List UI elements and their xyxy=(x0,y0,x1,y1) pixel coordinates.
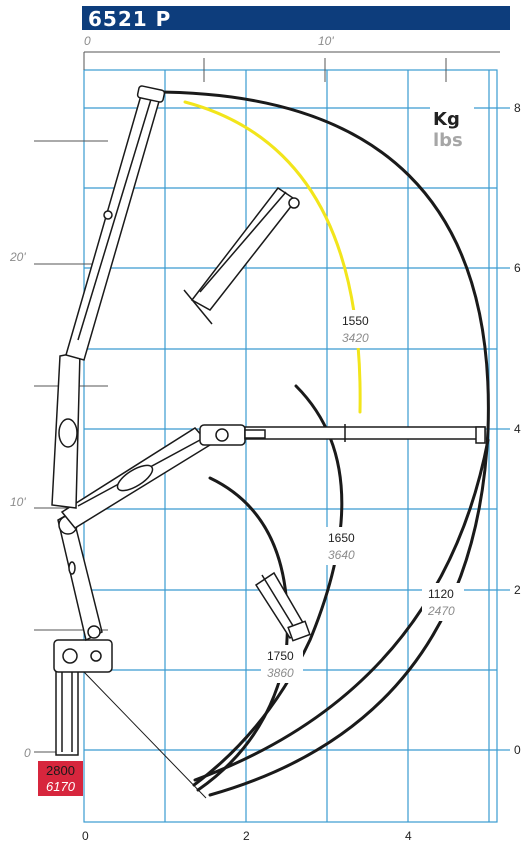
right-m-label-6: 6 xyxy=(514,261,521,275)
label-bg-1650 xyxy=(322,527,364,565)
lower-boom-arm xyxy=(57,510,103,642)
cap-1550-kg: 1550 xyxy=(342,314,369,328)
folded-boom-sketch xyxy=(254,571,311,642)
label-bg-1120 xyxy=(422,583,464,621)
capacity-curve-1650 xyxy=(192,384,344,787)
model-title: 6521 P xyxy=(88,7,172,31)
bottom-m-label-0: 0 xyxy=(82,829,89,843)
left-ft-label-20: 20' xyxy=(9,250,26,264)
right-m-label-4: 4 xyxy=(514,422,521,436)
label-bg-1550 xyxy=(336,310,378,348)
top-ft-label-0: 0 xyxy=(84,34,91,48)
cap-1650-lbs: 3640 xyxy=(328,548,355,562)
bottom-m-label-2: 2 xyxy=(243,829,250,843)
crane-column xyxy=(53,639,207,799)
cap-1120-lbs: 2470 xyxy=(427,604,455,618)
label-bg-1750 xyxy=(261,645,303,683)
unit-kg-label: Kg xyxy=(433,109,460,130)
cap-1550-lbs: 3420 xyxy=(342,331,369,345)
cap-1750-kg: 1750 xyxy=(267,649,294,663)
cap-1750-lbs: 3860 xyxy=(267,666,294,680)
top-ft-label-10: 10' xyxy=(318,34,334,48)
inclined-boom-sketch xyxy=(183,186,300,325)
cap-1650-kg: 1650 xyxy=(328,531,355,545)
right-m-label-0: 0 xyxy=(514,743,521,757)
base-capacity-badge: 2800 6170 xyxy=(38,761,83,796)
unit-lbs-label: lbs xyxy=(433,130,463,151)
base-capacity-lbs: 6170 xyxy=(46,779,75,794)
units-legend-bg xyxy=(430,106,474,150)
vertical-boom xyxy=(51,85,166,509)
capacity-curve-1120-inner xyxy=(146,90,490,797)
bottom-m-label-4: 4 xyxy=(405,829,412,843)
left-ft-label-0: 0 xyxy=(24,746,31,760)
right-m-label-8: 8 xyxy=(514,101,521,115)
capacity-curve-1120-outer xyxy=(193,438,490,782)
header-bar: 6521 P xyxy=(82,6,510,31)
capacity-curve-1550 xyxy=(183,100,362,414)
grid xyxy=(83,69,510,823)
left-ft-label-10: 10' xyxy=(10,495,26,509)
cap-1120-kg: 1120 xyxy=(428,587,454,601)
base-capacity-kg: 2800 xyxy=(46,763,75,778)
horizontal-boom xyxy=(60,424,486,529)
right-m-label-2: 2 xyxy=(514,583,521,597)
